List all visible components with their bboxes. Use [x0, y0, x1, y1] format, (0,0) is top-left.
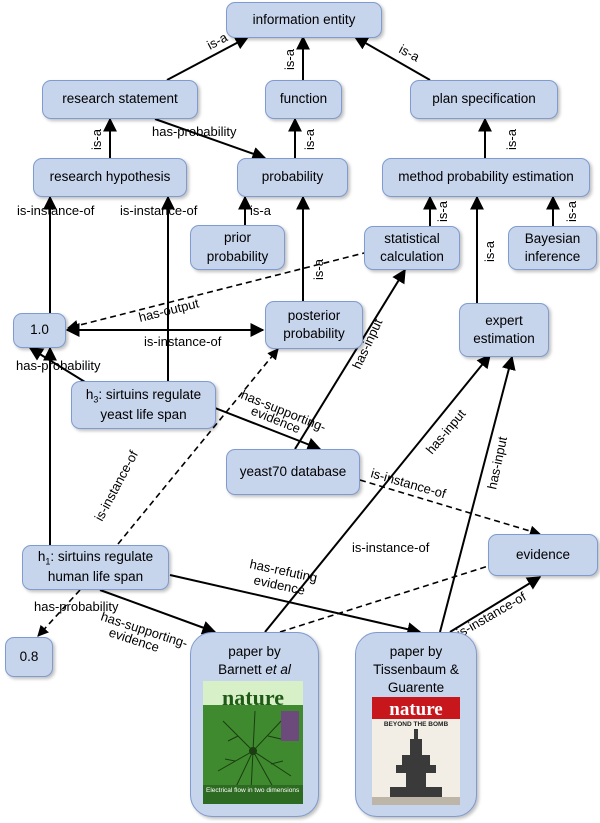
label-is-a-2: is-a [282, 48, 297, 70]
barnett-nature-cover: nature Electrical flow in two dimensions [203, 681, 303, 804]
edge-barnett-expert [264, 353, 491, 633]
node-value-0-8-label: 0.8 [19, 648, 39, 664]
label-is-instance-of-1: is-instance-of [17, 203, 95, 218]
edge-h1-tissenbaum [169, 574, 422, 637]
node-posterior-probability-line1: posterior [287, 307, 341, 323]
node-research-hypothesis-label: research hypothesis [49, 169, 171, 185]
label-is-a-11: is-a [482, 240, 497, 262]
node-paper-tissenbaum-line2: Tissenbaum & [373, 662, 459, 678]
node-paper-tissenbaum-line3: Guarente [387, 680, 445, 696]
edge-tissenbaum-evidence [449, 576, 542, 633]
node-research-statement-label: research statement [62, 91, 178, 107]
solid-edges [28, 35, 560, 637]
node-bayesian-inference-line2: inference [524, 249, 581, 264]
label-is-instance-of-4: is-instance-of [369, 465, 448, 501]
barnett-cover-masthead: nature [222, 685, 284, 710]
node-function-label: function [279, 91, 328, 107]
node-posterior-probability[interactable]: posterior probability [265, 301, 363, 349]
node-function[interactable]: function [265, 80, 342, 119]
label-has-probability-2: has-probability [16, 358, 101, 373]
node-probability[interactable]: probability [237, 158, 348, 197]
node-yeast70-database[interactable]: yeast70 database [226, 449, 360, 495]
node-value-1-0-label: 1.0 [30, 322, 49, 338]
node-expert-estimation-line2: estimation [473, 331, 535, 346]
node-h3-line2: yeast life span [100, 406, 187, 422]
label-is-a-10: is-a [311, 258, 326, 280]
node-prior-probability-line1: prior [223, 230, 251, 246]
barnett-cover-headline: Electrical flow in two dimensions [206, 787, 300, 794]
node-method-probability-estimation[interactable]: method probability estimation [382, 158, 590, 197]
node-h1-line1: h1: sirtuins regulate [37, 549, 154, 568]
edge-h1-barnett [99, 589, 217, 635]
node-statistical-calculation[interactable]: statistical calculation [364, 226, 460, 270]
node-plan-specification-label: plan specification [432, 91, 536, 107]
label-is-instance-of-2: is-instance-of [120, 203, 198, 218]
label-is-instance-of-5: is-instance-of [91, 448, 141, 524]
edge-barnett-evidence-dashed [279, 553, 522, 633]
node-posterior-probability-line2: probability [283, 326, 345, 341]
node-plan-specification[interactable]: plan specification [410, 80, 558, 119]
node-prior-probability-line2: probability [206, 248, 269, 264]
tissenbaum-cover-art [372, 697, 460, 805]
node-bayesian-inference-line1: Bayesian [524, 230, 581, 246]
edge-h3-post-dashed [117, 348, 279, 545]
node-paper-barnett-line1: paper by [228, 644, 281, 659]
edge-plan-ie [353, 36, 431, 81]
node-h3-line1: h3: sirtuins regulate [85, 386, 202, 405]
edge-rs-prob [154, 118, 267, 161]
label-is-a-8: is-a [435, 200, 450, 222]
edge-yeast-stat [294, 268, 406, 450]
node-statistical-calculation-line2: calculation [380, 249, 444, 264]
label-is-instance-of-3: is-instance-of [144, 334, 222, 349]
node-paper-tissenbaum[interactable]: paper by Tissenbaum & Guarente nature BE… [355, 632, 477, 817]
edge-tissenbaum-expert [439, 355, 516, 633]
node-h1-hypothesis[interactable]: h1: sirtuins regulate human life span [22, 545, 169, 590]
node-method-probability-estimation-label: method probability estimation [398, 169, 574, 185]
label-is-a-9: is-a [564, 200, 579, 222]
label-is-a-4: is-a [89, 128, 104, 150]
node-information-entity[interactable]: information entity [226, 2, 382, 38]
edge-h3-10 [28, 347, 86, 383]
node-value-1-0[interactable]: 1.0 [13, 313, 66, 348]
edge-rs-ie [166, 36, 250, 81]
node-evidence[interactable]: evidence [488, 534, 598, 576]
edge-yeast-evidence-dashed [359, 479, 542, 537]
node-expert-estimation-line1: expert [485, 312, 523, 328]
label-is-a-5: is-a [302, 128, 317, 150]
node-paper-barnett-line2: Barnett et al [218, 662, 291, 678]
tissenbaum-cover-headline: BEYOND THE BOMB [383, 721, 449, 728]
edge-h1-08-dashed [37, 589, 81, 637]
node-probability-label: probability [261, 169, 324, 185]
node-bayesian-inference[interactable]: Bayesian inference [508, 226, 597, 270]
label-is-a-3: is-a [397, 41, 423, 64]
node-information-entity-label: information entity [252, 11, 356, 27]
node-research-statement[interactable]: research statement [42, 80, 198, 119]
node-paper-tissenbaum-line1: paper by [389, 644, 443, 659]
label-is-a-7: is-a [250, 203, 272, 218]
label-is-a-6: is-a [504, 128, 519, 150]
node-prior-probability[interactable]: prior probability [190, 225, 285, 270]
node-h3-hypothesis[interactable]: h3: sirtuins regulate yeast life span [71, 381, 216, 429]
node-expert-estimation[interactable]: expert estimation [459, 303, 549, 357]
label-is-instance-of-7: is-instance-of [454, 589, 529, 641]
label-has-input-2: has-input [423, 406, 469, 457]
tissenbaum-nature-cover: nature BEYOND THE BOMB [372, 697, 460, 805]
barnett-cover-art [203, 681, 303, 804]
edge-stat-10-dashed [66, 251, 369, 331]
node-value-0-8[interactable]: 0.8 [5, 637, 53, 677]
node-paper-barnett[interactable]: paper by Barnett et al nature Electrical… [190, 632, 319, 817]
edge-h3-yeast [214, 407, 322, 451]
node-h1-line2: human life span [47, 569, 144, 585]
dashed-edges [37, 251, 542, 637]
node-statistical-calculation-line1: statistical [384, 230, 440, 246]
node-evidence-label: evidence [515, 546, 571, 562]
label-has-probability-1: has-probability [152, 124, 237, 139]
label-is-instance-of-6: is-instance-of [352, 540, 430, 555]
tissenbaum-cover-masthead: nature [389, 699, 443, 720]
label-has-input-3: has-input [484, 435, 510, 491]
label-has-probability-3: has-probability [34, 599, 119, 614]
node-research-hypothesis[interactable]: research hypothesis [33, 158, 187, 197]
node-yeast70-database-label: yeast70 database [239, 463, 347, 479]
